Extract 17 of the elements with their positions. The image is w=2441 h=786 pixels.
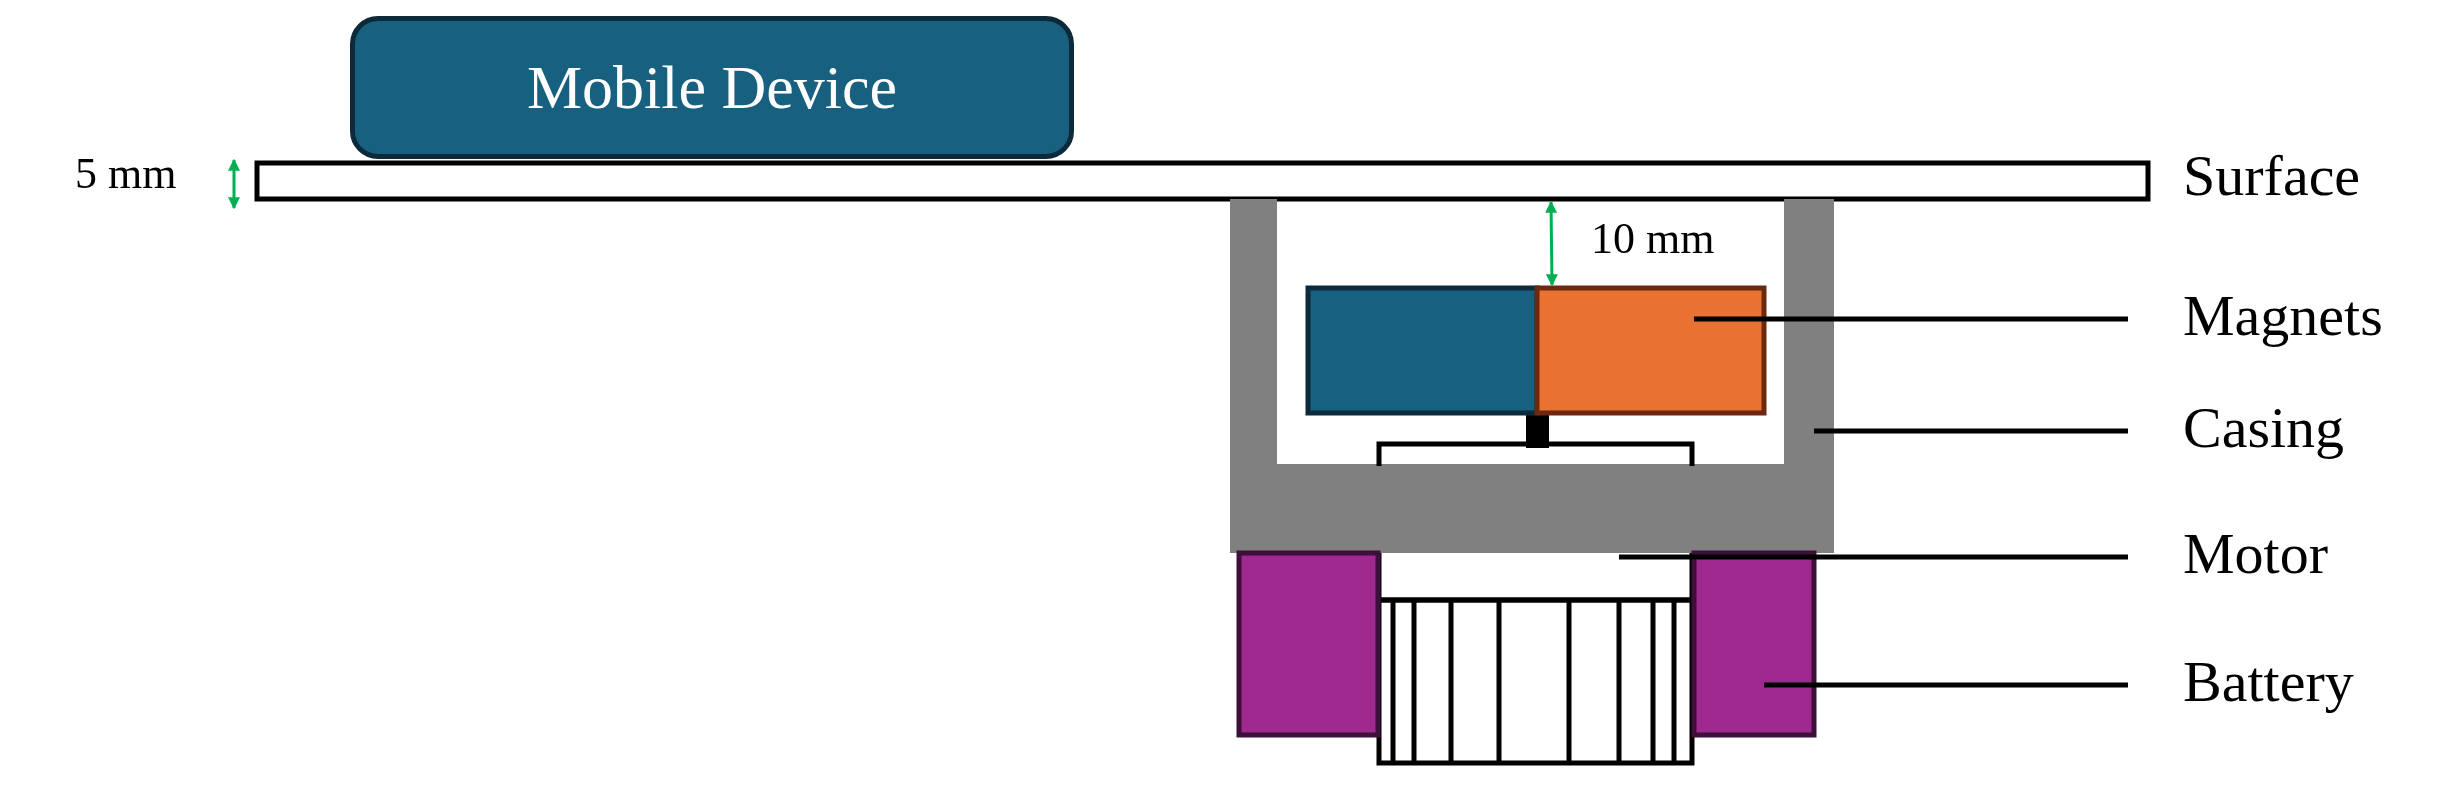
leader-line (1764, 682, 2128, 688)
part-label: Motor (2183, 525, 2328, 583)
part-label: Casing (2183, 399, 2345, 457)
leader-line (1814, 428, 2128, 434)
battery (1236, 550, 1381, 738)
leader-line (1619, 554, 2128, 560)
dimension-label: 5 mm (75, 151, 177, 196)
part-label: Surface (2183, 147, 2361, 206)
casing (1230, 199, 1834, 553)
part-label: Battery (2183, 653, 2354, 711)
dimension-label: 10 mm (1591, 216, 1715, 261)
magnet (1534, 285, 1767, 416)
motor (1376, 441, 1695, 603)
leader-line (1694, 316, 2128, 322)
device-box: Mobile Device (350, 16, 1074, 159)
battery (1691, 550, 1817, 738)
part-label: Magnets (2183, 287, 2383, 345)
